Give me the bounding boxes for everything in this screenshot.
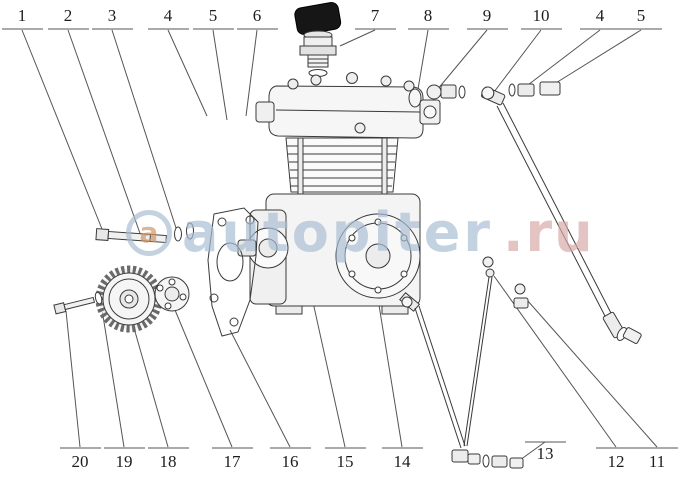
callout-label-6: 6: [252, 6, 262, 25]
head-fittings: [408, 81, 561, 108]
mount-bolt: [95, 222, 194, 244]
callout-label-4: 4: [163, 6, 173, 25]
callout-label-18: 18: [159, 452, 177, 471]
callout-label-17: 17: [223, 452, 241, 471]
callout-label-15: 15: [336, 452, 354, 471]
gear-hub: [154, 276, 190, 312]
callout-label-20: 20: [71, 452, 89, 471]
callout-label-13: 13: [536, 444, 554, 463]
callout-label-12: 12: [607, 452, 625, 471]
callout-label-10: 10: [532, 6, 550, 25]
cylinder-head: [255, 72, 441, 139]
callout-label-5: 5: [208, 6, 218, 25]
callout-label-5b: 5: [636, 6, 646, 25]
callout-label-8: 8: [423, 6, 433, 25]
callout-label-14: 14: [393, 452, 411, 471]
crankcase: [237, 193, 421, 315]
cylinder-fins: [285, 137, 399, 195]
callout-label-1: 1: [17, 6, 27, 25]
small-bolt: [53, 291, 103, 315]
drive-gear: [95, 265, 163, 333]
callout-label-7: 7: [370, 6, 380, 25]
callout-label-11: 11: [648, 452, 666, 471]
oil-pipes: [399, 256, 529, 469]
callout-label-9: 9: [482, 6, 492, 25]
callout-label-16: 16: [281, 452, 299, 471]
gasket: [207, 207, 259, 337]
callout-label-2: 2: [63, 6, 73, 25]
callout-label-19: 19: [115, 452, 133, 471]
callout-label-3: 3: [107, 6, 117, 25]
air-pipe: [496, 102, 642, 344]
callout-label-4b: 4: [595, 6, 605, 25]
leader-lines: [2, 28, 678, 461]
filler-cap: [294, 2, 342, 77]
